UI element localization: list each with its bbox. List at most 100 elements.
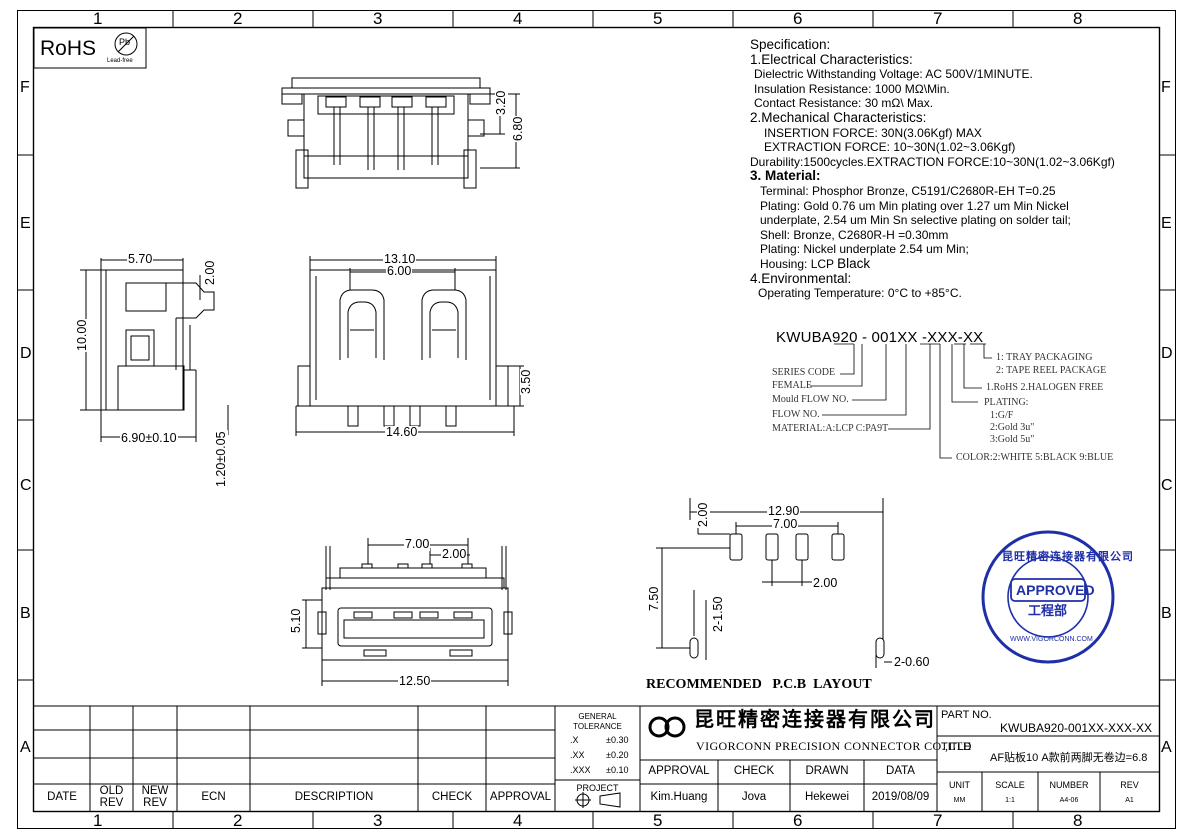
tb-new-rev-2: REV [143, 797, 167, 809]
part-code-leaders [810, 343, 992, 459]
col-label-6: 6 [793, 9, 803, 28]
col-label-4-bottom: 4 [513, 811, 523, 830]
tb-number-header: NUMBER [1049, 780, 1089, 790]
spec-mechanical-heading: 2.Mechanical Characteristics: [750, 109, 927, 125]
tb-sign-header-approval: APPROVAL [648, 765, 710, 777]
tb-header-date: DATE [47, 791, 77, 803]
col-label-5: 5 [653, 9, 663, 28]
tb-tolerance-title-2: TOLERANCE [573, 722, 622, 731]
part-note-series: SERIES CODE [772, 367, 836, 378]
spec-housing-line: Housing: LCP Black [750, 256, 1115, 272]
dim-rear-small: 2.00 [441, 547, 468, 561]
dim-front-width: 13.10 [383, 252, 417, 266]
pcb-layout-title: RECOMMENDED P.C.B LAYOUT [646, 677, 872, 692]
row-label-D: D [20, 345, 32, 362]
dim-rear-pitch: 7.00 [404, 537, 431, 551]
tb-sign-header-check: CHECK [733, 765, 775, 777]
tb-tol-xxx-val: ±0.10 [606, 765, 629, 775]
row-label-B-right: B [1161, 605, 1172, 622]
tb-company-en: VIGORCONN PRECISION CONNECTOR CO.,LTD [696, 739, 972, 753]
row-label-F: F [20, 79, 30, 96]
tb-sign-check: Jova [741, 791, 767, 803]
spec-housing-label: Housing: LCP [760, 256, 834, 271]
spec-environmental-line: Operating Temperature: 0°C to +85°C. [758, 286, 962, 301]
tb-tol-x: .X [570, 735, 579, 745]
rohs-sublabel: Lead-free [107, 58, 133, 64]
col-label-1-bottom: 1 [93, 811, 103, 830]
part-note-gold3: 2:Gold 3u" [990, 422, 1035, 433]
dim-side-height: 10.00 [75, 318, 89, 352]
rohs-pb-circle [114, 32, 138, 56]
part-note-flow: FLOW NO. [772, 409, 820, 420]
rohs-pb-icon: Pb [119, 37, 131, 47]
tb-part-no: KWUBA920-001XX-XXX-XX [1000, 721, 1153, 735]
dim-pcb-small: 2.00 [812, 576, 839, 590]
spec-material-line: underplate, 2.54 um Min Sn selective pla… [760, 213, 1071, 228]
dim-top-a: 3.20 [494, 89, 508, 116]
dim-pcb-top: 2.00 [696, 501, 710, 528]
tb-project-label: PROJECT [576, 783, 619, 793]
dim-top-b: 6.80 [511, 115, 525, 142]
row-ticks [17, 154, 1176, 681]
tb-title: AF贴板10 A款前两脚无卷边=6.8 [990, 752, 1148, 764]
approved-stamp [981, 530, 1115, 664]
row-label-A: A [20, 739, 31, 756]
dim-pcb-height: 7.50 [647, 585, 661, 612]
tb-sign-date: 2019/08/09 [871, 791, 930, 803]
part-note-rohs: 1.RoHS 2.HALOGEN FREE [986, 382, 1104, 393]
tb-scale-header: SCALE [995, 780, 1025, 790]
part-note-color: COLOR:2:WHITE 5:BLACK 9:BLUE [956, 452, 1114, 463]
spec-electrical-line: Insulation Resistance: 1000 MΩ\Min. [754, 81, 950, 96]
spec-electrical-line: Dielectric Withstanding Voltage: AC 500V… [754, 67, 1033, 82]
tb-rev: A1 [1125, 797, 1134, 804]
tb-unit-header: UNIT [949, 780, 970, 790]
tb-unit: MM [953, 797, 966, 804]
row-label-E-right: E [1161, 215, 1172, 232]
tb-sign-approval: Kim.Huang [650, 791, 708, 803]
tb-sign-drawn: Hekewei [804, 791, 850, 803]
row-label-E: E [20, 215, 31, 232]
col-label-3: 3 [373, 9, 383, 28]
row-label-C-right: C [1161, 477, 1173, 494]
dim-side-top: 2.00 [203, 259, 217, 286]
spec-electrical-heading: 1.Electrical Characteristics: [750, 51, 913, 67]
dim-side-bottom: 6.90±0.10 [120, 431, 178, 445]
part-note-pack2: 2: TAPE REEL PACKAGE [996, 365, 1107, 376]
stamp-arc-text: 昆旺精密连接器有限公司 [1002, 551, 1134, 563]
tb-new-rev-1: NEW [141, 785, 169, 797]
tb-tol-xxx: .XXX [570, 765, 591, 775]
dim-rear-width: 12.50 [398, 674, 432, 688]
part-code: KWUBA920 - 001XX -XXX-XX [776, 329, 984, 346]
rohs-box [33, 27, 147, 69]
front-view [295, 256, 524, 436]
company-logo-icon [648, 716, 686, 738]
tb-header-ecn: ECN [201, 791, 226, 803]
row-label-A-right: A [1161, 739, 1172, 756]
part-note-gold5: 3:Gold 5u" [990, 434, 1035, 445]
spec-mechanical-line: EXTRACTION FORCE: 10~30N(1.02~3.06Kgf) [764, 140, 1016, 155]
col-label-2: 2 [233, 9, 243, 28]
part-note-female: FEMALE [772, 380, 812, 391]
part-note-gf: 1:G/F [990, 410, 1014, 421]
tb-header-check: CHECK [431, 791, 473, 803]
col-label-7: 7 [933, 9, 943, 28]
projection-symbol [575, 792, 621, 808]
spec-title: Specification: [750, 37, 831, 52]
part-note-plating: PLATING: [984, 397, 1029, 408]
tb-scale: 1:1 [1005, 797, 1015, 804]
top-view [281, 77, 520, 189]
dim-front-height: 3.50 [519, 368, 533, 395]
row-label-F-right: F [1161, 79, 1171, 96]
tb-sign-header-data: DATA [886, 765, 915, 777]
spec-material-line: Plating: Nickel underplate 2.54 um Min; [760, 242, 969, 257]
row-label-D-right: D [1161, 345, 1173, 362]
col-label-5-bottom: 5 [653, 811, 663, 830]
spec-electrical-line: Contact Resistance: 30 mΩ\ Max. [754, 96, 934, 111]
col-label-8-bottom: 8 [1073, 811, 1083, 830]
tb-header-description: DESCRIPTION [294, 791, 374, 803]
tb-part-no-label: PART NO. [941, 709, 992, 721]
spec-material-line: Plating: Gold 0.76 um Min plating over 1… [760, 198, 1069, 213]
tb-old-rev-1: OLD [99, 785, 124, 797]
